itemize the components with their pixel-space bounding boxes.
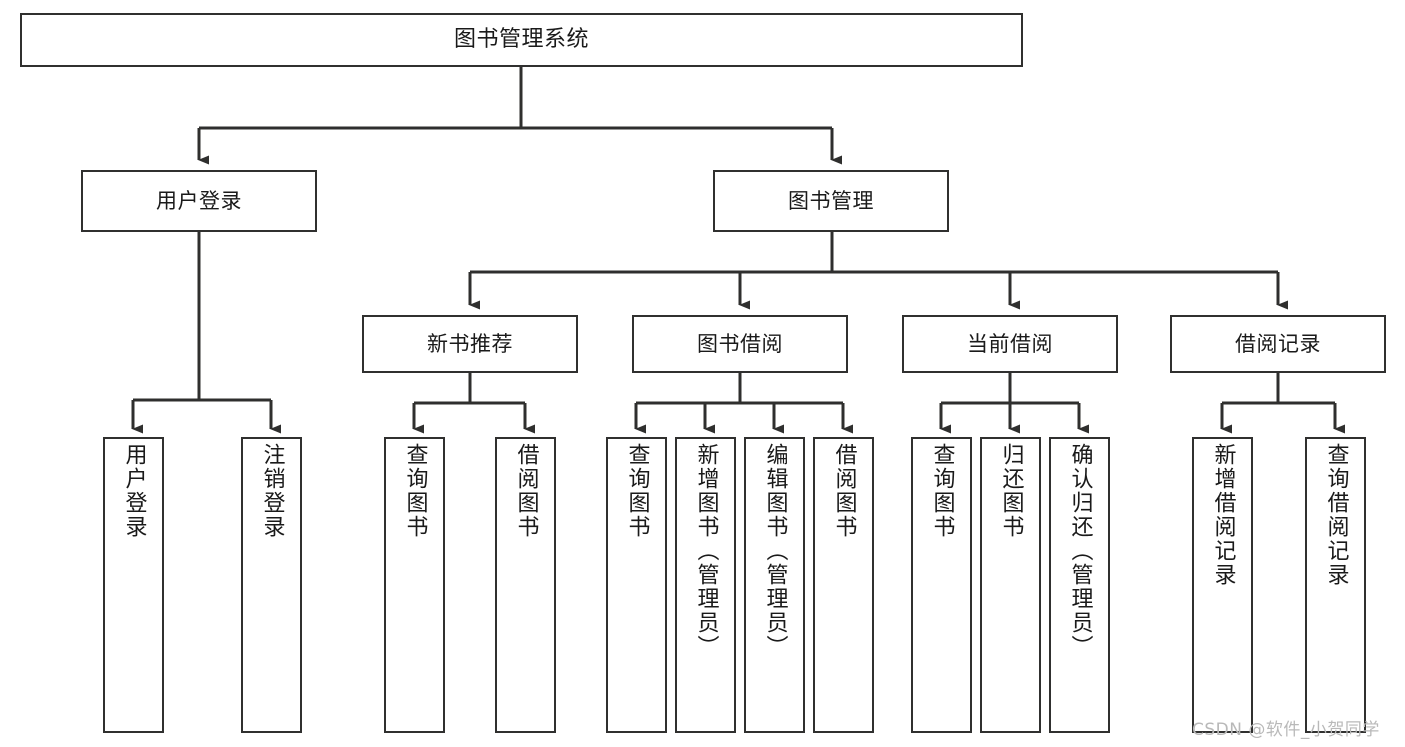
node-leaf-query-record[interactable]: 查询借阅记录: [1305, 437, 1366, 733]
node-leaf-user-login[interactable]: 用户登录: [103, 437, 164, 733]
node-book-borrow[interactable]: 图书借阅: [632, 315, 848, 373]
node-leaf-return-book-label: 归还图书: [998, 443, 1024, 539]
node-leaf-query-book-3-label: 查询图书: [929, 443, 955, 539]
node-leaf-query-book-2-label: 查询图书: [624, 443, 650, 539]
node-leaf-borrow-book-2-label: 借阅图书: [831, 443, 857, 539]
node-leaf-return-book[interactable]: 归还图书: [980, 437, 1041, 733]
node-leaf-borrow-book-1-label: 借阅图书: [513, 443, 539, 539]
node-leaf-edit-book-label: 编辑图书（管理员）: [762, 443, 788, 659]
node-current-borrow-label: 当前借阅: [967, 331, 1053, 356]
node-leaf-borrow-book-1[interactable]: 借阅图书: [495, 437, 556, 733]
node-borrow-record-label: 借阅记录: [1235, 331, 1321, 356]
node-leaf-query-book-2[interactable]: 查询图书: [606, 437, 667, 733]
node-leaf-edit-book[interactable]: 编辑图书（管理员）: [744, 437, 805, 733]
node-user-login[interactable]: 用户登录: [81, 170, 317, 232]
node-book-manage[interactable]: 图书管理: [713, 170, 949, 232]
node-root[interactable]: 图书管理系统: [20, 13, 1023, 67]
node-borrow-record[interactable]: 借阅记录: [1170, 315, 1386, 373]
node-leaf-query-book-1[interactable]: 查询图书: [384, 437, 445, 733]
node-leaf-confirm-return[interactable]: 确认归还（管理员）: [1049, 437, 1110, 733]
node-leaf-add-book-label: 新增图书（管理员）: [693, 443, 719, 659]
node-current-borrow[interactable]: 当前借阅: [902, 315, 1118, 373]
watermark: CSDN @软件_小贺同学: [1192, 720, 1380, 740]
node-book-borrow-label: 图书借阅: [697, 331, 783, 356]
node-leaf-confirm-return-label: 确认归还（管理员）: [1067, 443, 1093, 659]
node-leaf-logout-label: 注销登录: [259, 443, 285, 539]
node-leaf-query-record-label: 查询借阅记录: [1323, 443, 1349, 587]
node-leaf-user-login-label: 用户登录: [121, 443, 147, 539]
node-leaf-borrow-book-2[interactable]: 借阅图书: [813, 437, 874, 733]
node-leaf-query-book-1-label: 查询图书: [402, 443, 428, 539]
node-new-book-rec[interactable]: 新书推荐: [362, 315, 578, 373]
node-leaf-add-book[interactable]: 新增图书（管理员）: [675, 437, 736, 733]
node-leaf-add-record[interactable]: 新增借阅记录: [1192, 437, 1253, 733]
node-root-label: 图书管理系统: [453, 27, 589, 53]
node-leaf-logout[interactable]: 注销登录: [241, 437, 302, 733]
node-leaf-query-book-3[interactable]: 查询图书: [911, 437, 972, 733]
node-book-manage-label: 图书管理: [788, 188, 874, 213]
node-new-book-rec-label: 新书推荐: [427, 331, 513, 356]
node-user-login-label: 用户登录: [156, 188, 242, 213]
node-leaf-add-record-label: 新增借阅记录: [1210, 443, 1236, 587]
